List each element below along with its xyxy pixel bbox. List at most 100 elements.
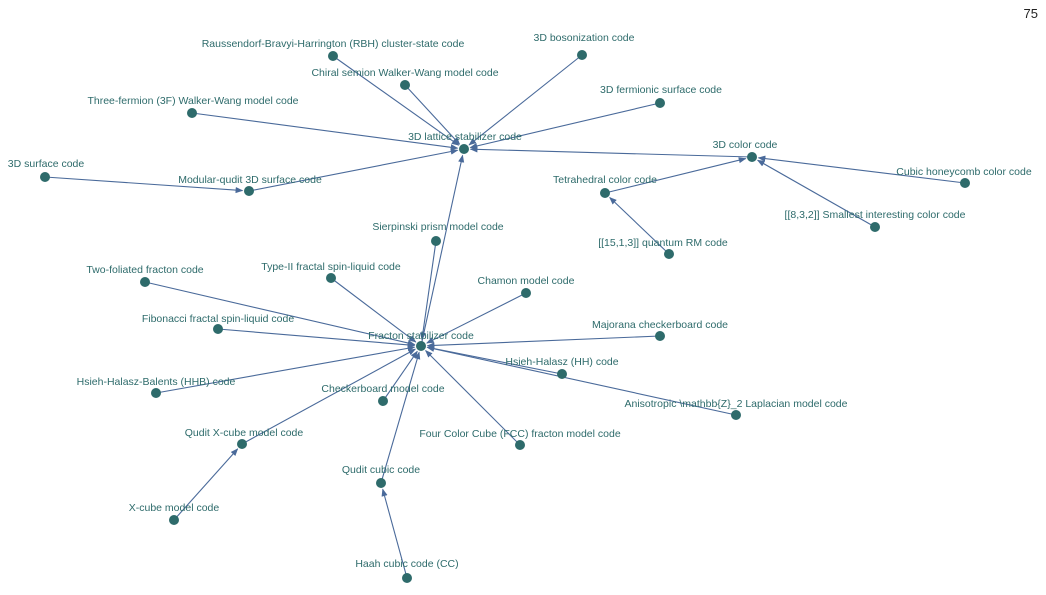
page-number: 75	[1023, 6, 1038, 21]
node-fermsurf[interactable]: 3D fermionic surface code	[600, 84, 722, 108]
node-label: Hsieh-Halasz (HH) code	[505, 356, 618, 368]
node-dot[interactable]	[378, 396, 388, 406]
edge-3f-to-lattice	[191, 112, 459, 151]
node-xcube[interactable]: X-cube model code	[129, 502, 220, 525]
node-dot[interactable]	[187, 108, 197, 118]
node-type2[interactable]: Type-II fractal spin-liquid code	[261, 261, 401, 283]
node-dot[interactable]	[237, 439, 247, 449]
edge-quditx-to-fracton	[241, 348, 416, 445]
node-rm[interactable]: [[15,1,3]] quantum RM code	[598, 237, 728, 259]
node-3f[interactable]: Three-fermion (3F) Walker-Wang model cod…	[87, 95, 299, 118]
node-label: Anisotropic \mathbb{Z}_2 Laplacian model…	[625, 398, 848, 410]
edge-chiral-to-lattice	[404, 84, 461, 145]
edge-modular-to-lattice	[248, 148, 459, 192]
node-dot[interactable]	[664, 249, 674, 259]
node-tetra[interactable]: Tetrahedral color code	[553, 174, 657, 198]
node-label: Modular-qudit 3D surface code	[178, 174, 322, 186]
node-label: Chamon model code	[478, 275, 575, 287]
node-fcc[interactable]: Four Color Cube (FCC) fracton model code	[419, 428, 621, 450]
node-dot[interactable]	[459, 144, 469, 154]
node-hh[interactable]: Hsieh-Halasz (HH) code	[505, 356, 619, 379]
edge-haah-to-quditc	[381, 488, 408, 579]
nodes-layer: Raussendorf-Bravyi-Harrington (RBH) clus…	[8, 32, 1032, 583]
node-dot[interactable]	[521, 288, 531, 298]
node-dot[interactable]	[431, 236, 441, 246]
node-label: 3D fermionic surface code	[600, 84, 722, 96]
edge-sierp-to-fracton	[419, 240, 437, 341]
node-surf[interactable]: 3D surface code	[8, 158, 85, 182]
node-lattice[interactable]: 3D lattice stabilizer code	[408, 131, 522, 154]
node-dot[interactable]	[213, 324, 223, 334]
node-dot[interactable]	[328, 51, 338, 61]
node-label: 3D lattice stabilizer code	[408, 131, 522, 143]
node-label: Sierpinski prism model code	[372, 221, 503, 233]
node-dot[interactable]	[40, 172, 50, 182]
node-dot[interactable]	[731, 410, 741, 420]
node-dot[interactable]	[557, 369, 567, 379]
node-cubic[interactable]: Cubic honeycomb color code	[896, 166, 1032, 188]
node-label: 3D surface code	[8, 158, 85, 170]
node-rbh[interactable]: Raussendorf-Bravyi-Harrington (RBH) clus…	[202, 38, 465, 61]
node-sierp[interactable]: Sierpinski prism model code	[372, 221, 504, 246]
node-dot[interactable]	[870, 222, 880, 232]
edge-xcube-to-quditx	[173, 448, 239, 521]
node-fracton[interactable]: Fracton stabilizer code	[368, 330, 474, 351]
node-fib[interactable]: Fibonacci fractal spin-liquid code	[142, 313, 294, 334]
node-label: [[15,1,3]] quantum RM code	[598, 237, 728, 249]
edge-fracton-to-lattice	[420, 154, 465, 347]
node-haah[interactable]: Haah cubic code (CC)	[355, 558, 459, 583]
node-aniso[interactable]: Anisotropic \mathbb{Z}_2 Laplacian model…	[625, 398, 848, 420]
edge-type2-to-fracton	[330, 277, 417, 343]
node-label: Two-foliated fracton code	[86, 264, 203, 276]
node-dot[interactable]	[169, 515, 179, 525]
node-hhb[interactable]: Hsieh-Halasz-Balents (HHB) code	[77, 376, 236, 398]
node-dot[interactable]	[600, 188, 610, 198]
node-dot[interactable]	[376, 478, 386, 488]
node-chamon[interactable]: Chamon model code	[478, 275, 575, 298]
node-label: Raussendorf-Bravyi-Harrington (RBH) clus…	[202, 38, 465, 50]
node-dot[interactable]	[515, 440, 525, 450]
edge-aniso-to-fracton	[426, 345, 737, 416]
node-smallest[interactable]: [[8,3,2]] Smallest interesting color cod…	[785, 209, 966, 232]
node-majorana[interactable]: Majorana checkerboard code	[592, 319, 728, 341]
node-dot[interactable]	[140, 277, 150, 287]
node-dot[interactable]	[655, 98, 665, 108]
node-dot[interactable]	[960, 178, 970, 188]
edge-fcc-to-fracton	[425, 350, 521, 446]
node-twofol[interactable]: Two-foliated fracton code	[86, 264, 204, 287]
node-label: 3D color code	[713, 139, 778, 151]
node-dot[interactable]	[402, 573, 412, 583]
edge-hhb-to-fracton	[155, 345, 416, 394]
edges-layer	[44, 54, 966, 579]
node-dot[interactable]	[416, 341, 426, 351]
node-label: Four Color Cube (FCC) fracton model code	[419, 428, 620, 440]
node-chiral[interactable]: Chiral semion Walker-Wang model code	[311, 67, 499, 90]
node-label: Fracton stabilizer code	[368, 330, 474, 342]
node-label: Chiral semion Walker-Wang model code	[311, 67, 498, 79]
node-label: Checkerboard model code	[321, 383, 444, 395]
edge-hh-to-fracton	[426, 345, 563, 375]
node-label: Cubic honeycomb color code	[896, 166, 1032, 178]
node-quditx[interactable]: Qudit X-cube model code	[185, 427, 304, 449]
node-label: 3D bosonization code	[534, 32, 635, 44]
node-dot[interactable]	[244, 186, 254, 196]
node-dot[interactable]	[747, 152, 757, 162]
node-dot[interactable]	[577, 50, 587, 60]
node-modular[interactable]: Modular-qudit 3D surface code	[178, 174, 322, 196]
node-label: Hsieh-Halasz-Balents (HHB) code	[77, 376, 236, 388]
node-dot[interactable]	[655, 331, 665, 341]
node-label: Fibonacci fractal spin-liquid code	[142, 313, 294, 325]
node-dot[interactable]	[326, 273, 336, 283]
node-quditc[interactable]: Qudit cubic code	[342, 464, 420, 488]
node-dot[interactable]	[400, 80, 410, 90]
node-bos[interactable]: 3D bosonization code	[534, 32, 635, 60]
edge-color-to-lattice	[469, 146, 753, 158]
edge-tetra-to-color	[604, 157, 747, 194]
node-dot[interactable]	[151, 388, 161, 398]
node-label: Type-II fractal spin-liquid code	[261, 261, 401, 273]
node-color[interactable]: 3D color code	[713, 139, 778, 162]
node-checker[interactable]: Checkerboard model code	[321, 383, 445, 406]
edge-chamon-to-fracton	[426, 292, 527, 344]
edge-majorana-to-fracton	[426, 335, 661, 349]
node-label: Tetrahedral color code	[553, 174, 657, 186]
